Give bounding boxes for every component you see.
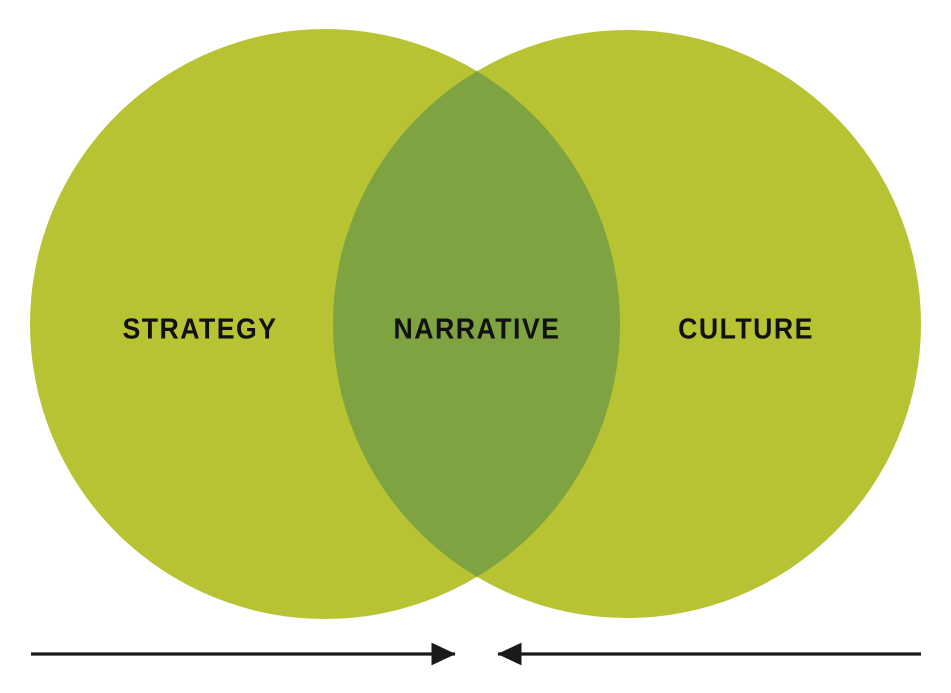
venn-intersection-narrative	[333, 30, 620, 618]
venn-label-culture: CULTURE	[678, 313, 814, 346]
venn-label-narrative: NARRATIVE	[393, 313, 561, 346]
venn-label-strategy: STRATEGY	[122, 313, 278, 346]
